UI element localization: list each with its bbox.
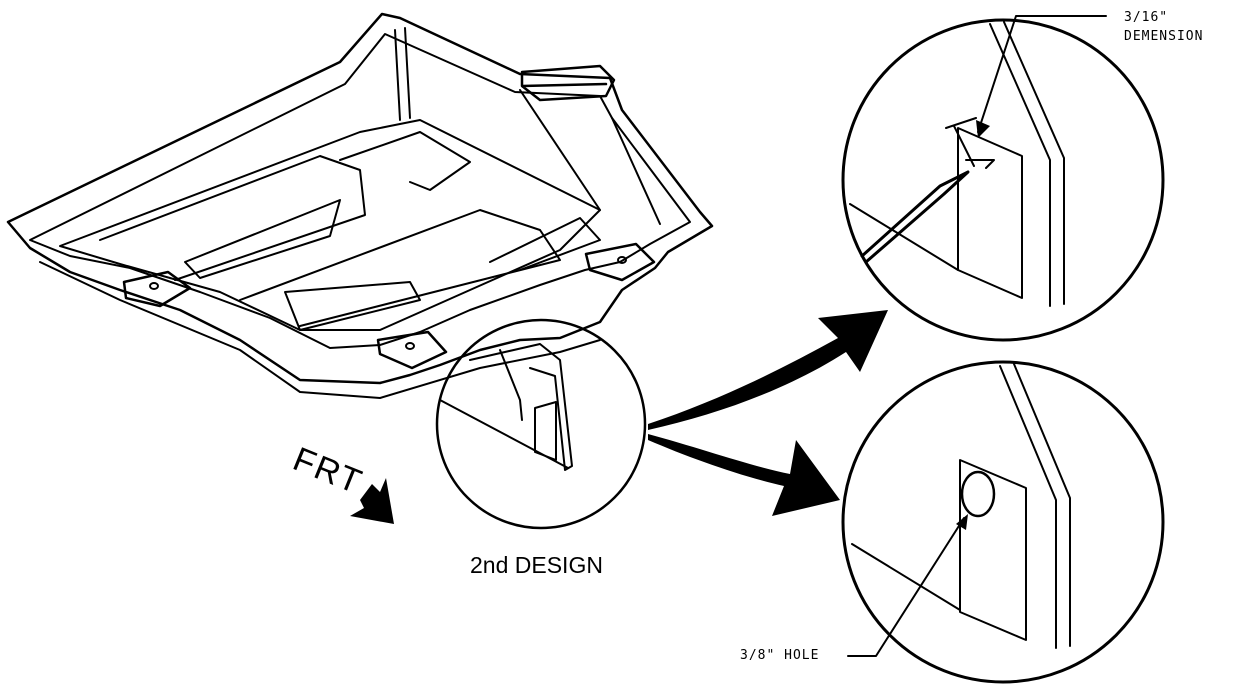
tray-rib-5 xyxy=(339,131,471,191)
upper-detail-panel xyxy=(957,127,1023,299)
dimension-word-label: DEMENSION xyxy=(1124,29,1204,44)
tray-rib-6 xyxy=(489,217,601,271)
detail-circle-wall xyxy=(469,343,573,471)
lower-detail-wall xyxy=(999,363,1071,649)
dimension-marks xyxy=(945,117,995,169)
lower-detail-panel xyxy=(959,459,1027,641)
tray-lower-edge xyxy=(39,261,601,399)
lower-detail xyxy=(841,360,1165,684)
arrow-to-lower-detail xyxy=(648,434,840,516)
dimension-leader xyxy=(977,15,1107,133)
scribe-tool xyxy=(860,170,970,264)
tray-rib-3 xyxy=(239,209,561,327)
upper-detail-floor xyxy=(849,203,959,271)
upper-detail xyxy=(841,15,1165,342)
tray-tab-front-hole xyxy=(405,342,415,350)
hole-label: 3/8" HOLE xyxy=(740,648,820,663)
detail-circle xyxy=(435,318,647,530)
tray-tab-right xyxy=(584,242,656,282)
tray-tab-right-hole xyxy=(617,256,627,264)
detail-circle-inner xyxy=(499,349,523,421)
tray-tab-front xyxy=(376,330,448,370)
tray-flange-rim xyxy=(29,33,691,349)
tray-back-wall xyxy=(394,27,661,225)
lower-detail-floor xyxy=(851,543,961,611)
tray-tab-top xyxy=(520,64,616,102)
dimension-value-label: 3/16" xyxy=(1124,10,1169,25)
detail-circle-slot xyxy=(534,401,557,461)
tray-floor xyxy=(59,119,601,331)
detail-circle-group xyxy=(435,318,647,530)
frt-arrow-icon xyxy=(350,478,394,524)
arrow-to-upper-detail xyxy=(648,310,888,430)
tray-rib-1 xyxy=(99,155,366,281)
tray-tab-left-hole xyxy=(149,282,159,290)
dimension-leader-arrow xyxy=(976,120,990,138)
tray-outer-flange xyxy=(6,12,714,385)
tray-tab-left xyxy=(122,270,192,308)
lower-detail-circle xyxy=(841,360,1165,684)
upper-detail-circle xyxy=(841,18,1165,342)
upper-detail-wall xyxy=(989,21,1065,307)
hole-leader-arrow xyxy=(956,514,968,530)
tray-drawing xyxy=(6,12,714,399)
tray-rib-2 xyxy=(184,199,341,279)
tray-rib-4 xyxy=(284,281,421,331)
design-caption: 2nd DESIGN xyxy=(470,552,603,578)
hole-icon xyxy=(960,470,996,518)
hole-leader xyxy=(847,517,965,657)
